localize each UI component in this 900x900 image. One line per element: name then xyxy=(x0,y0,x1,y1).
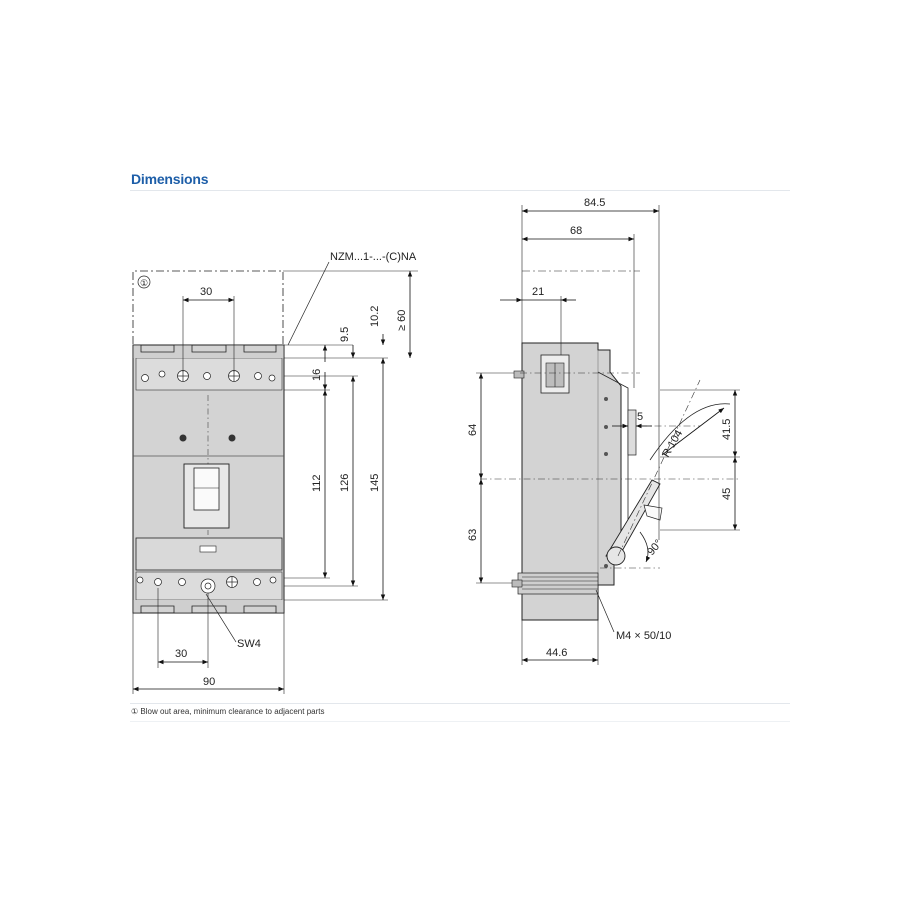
dim-5: 5 xyxy=(637,411,643,423)
title-divider xyxy=(130,190,790,191)
dim-84-5: 84.5 xyxy=(584,197,605,209)
page-title: Dimensions xyxy=(131,171,209,187)
handle-swing-arc xyxy=(649,403,731,461)
dim-60: ≥ 60 xyxy=(396,310,408,331)
dim-145: 145 xyxy=(369,474,381,492)
dim-width: 90 xyxy=(203,676,215,688)
bottom-terminal-clamp xyxy=(517,572,599,595)
callout-label: NZM...1-...-(C)NA xyxy=(330,251,417,263)
bottom-cover xyxy=(135,537,283,571)
blowout-marker: ① xyxy=(140,278,148,288)
dim-64: 64 xyxy=(467,424,479,436)
sw4-label: SW4 xyxy=(237,638,261,650)
dim-bottom-pitch: 30 xyxy=(175,648,187,660)
dim-45: 45 xyxy=(721,488,733,500)
handle-lever xyxy=(193,467,220,511)
dim-44-6: 44.6 xyxy=(546,647,567,659)
screw-label: M4 × 50/10 xyxy=(616,630,671,642)
front-view: ① xyxy=(132,251,418,694)
dim-16: 16 xyxy=(311,369,323,381)
dim-10-2: 10.2 xyxy=(369,306,381,327)
top-screws xyxy=(141,370,276,382)
blowout-marker-circle xyxy=(137,275,151,289)
dim-radius: R 104 xyxy=(660,428,685,459)
side-view: 84.5 68 21 64 63 41.5 45 5 44.6 R 104 90… xyxy=(467,197,740,665)
callout-leader xyxy=(287,261,330,346)
dim-63: 63 xyxy=(467,529,479,541)
dim-top-pitch: 30 xyxy=(200,286,212,298)
dim-9-5: 9.5 xyxy=(339,327,351,342)
dim-126: 126 xyxy=(339,474,351,492)
footnote-divider xyxy=(130,703,790,704)
bottom-divider xyxy=(130,721,790,722)
blowout-area-outline xyxy=(132,270,284,344)
bottom-terminal-tabs xyxy=(132,600,285,614)
top-terminal-tabs xyxy=(132,344,285,358)
dim-68: 68 xyxy=(570,225,582,237)
footnote: ① Blow out area, minimum clearance to ad… xyxy=(131,707,325,716)
dim-41-5: 41.5 xyxy=(721,419,733,440)
dim-21: 21 xyxy=(532,286,544,298)
dim-112: 112 xyxy=(311,474,323,492)
